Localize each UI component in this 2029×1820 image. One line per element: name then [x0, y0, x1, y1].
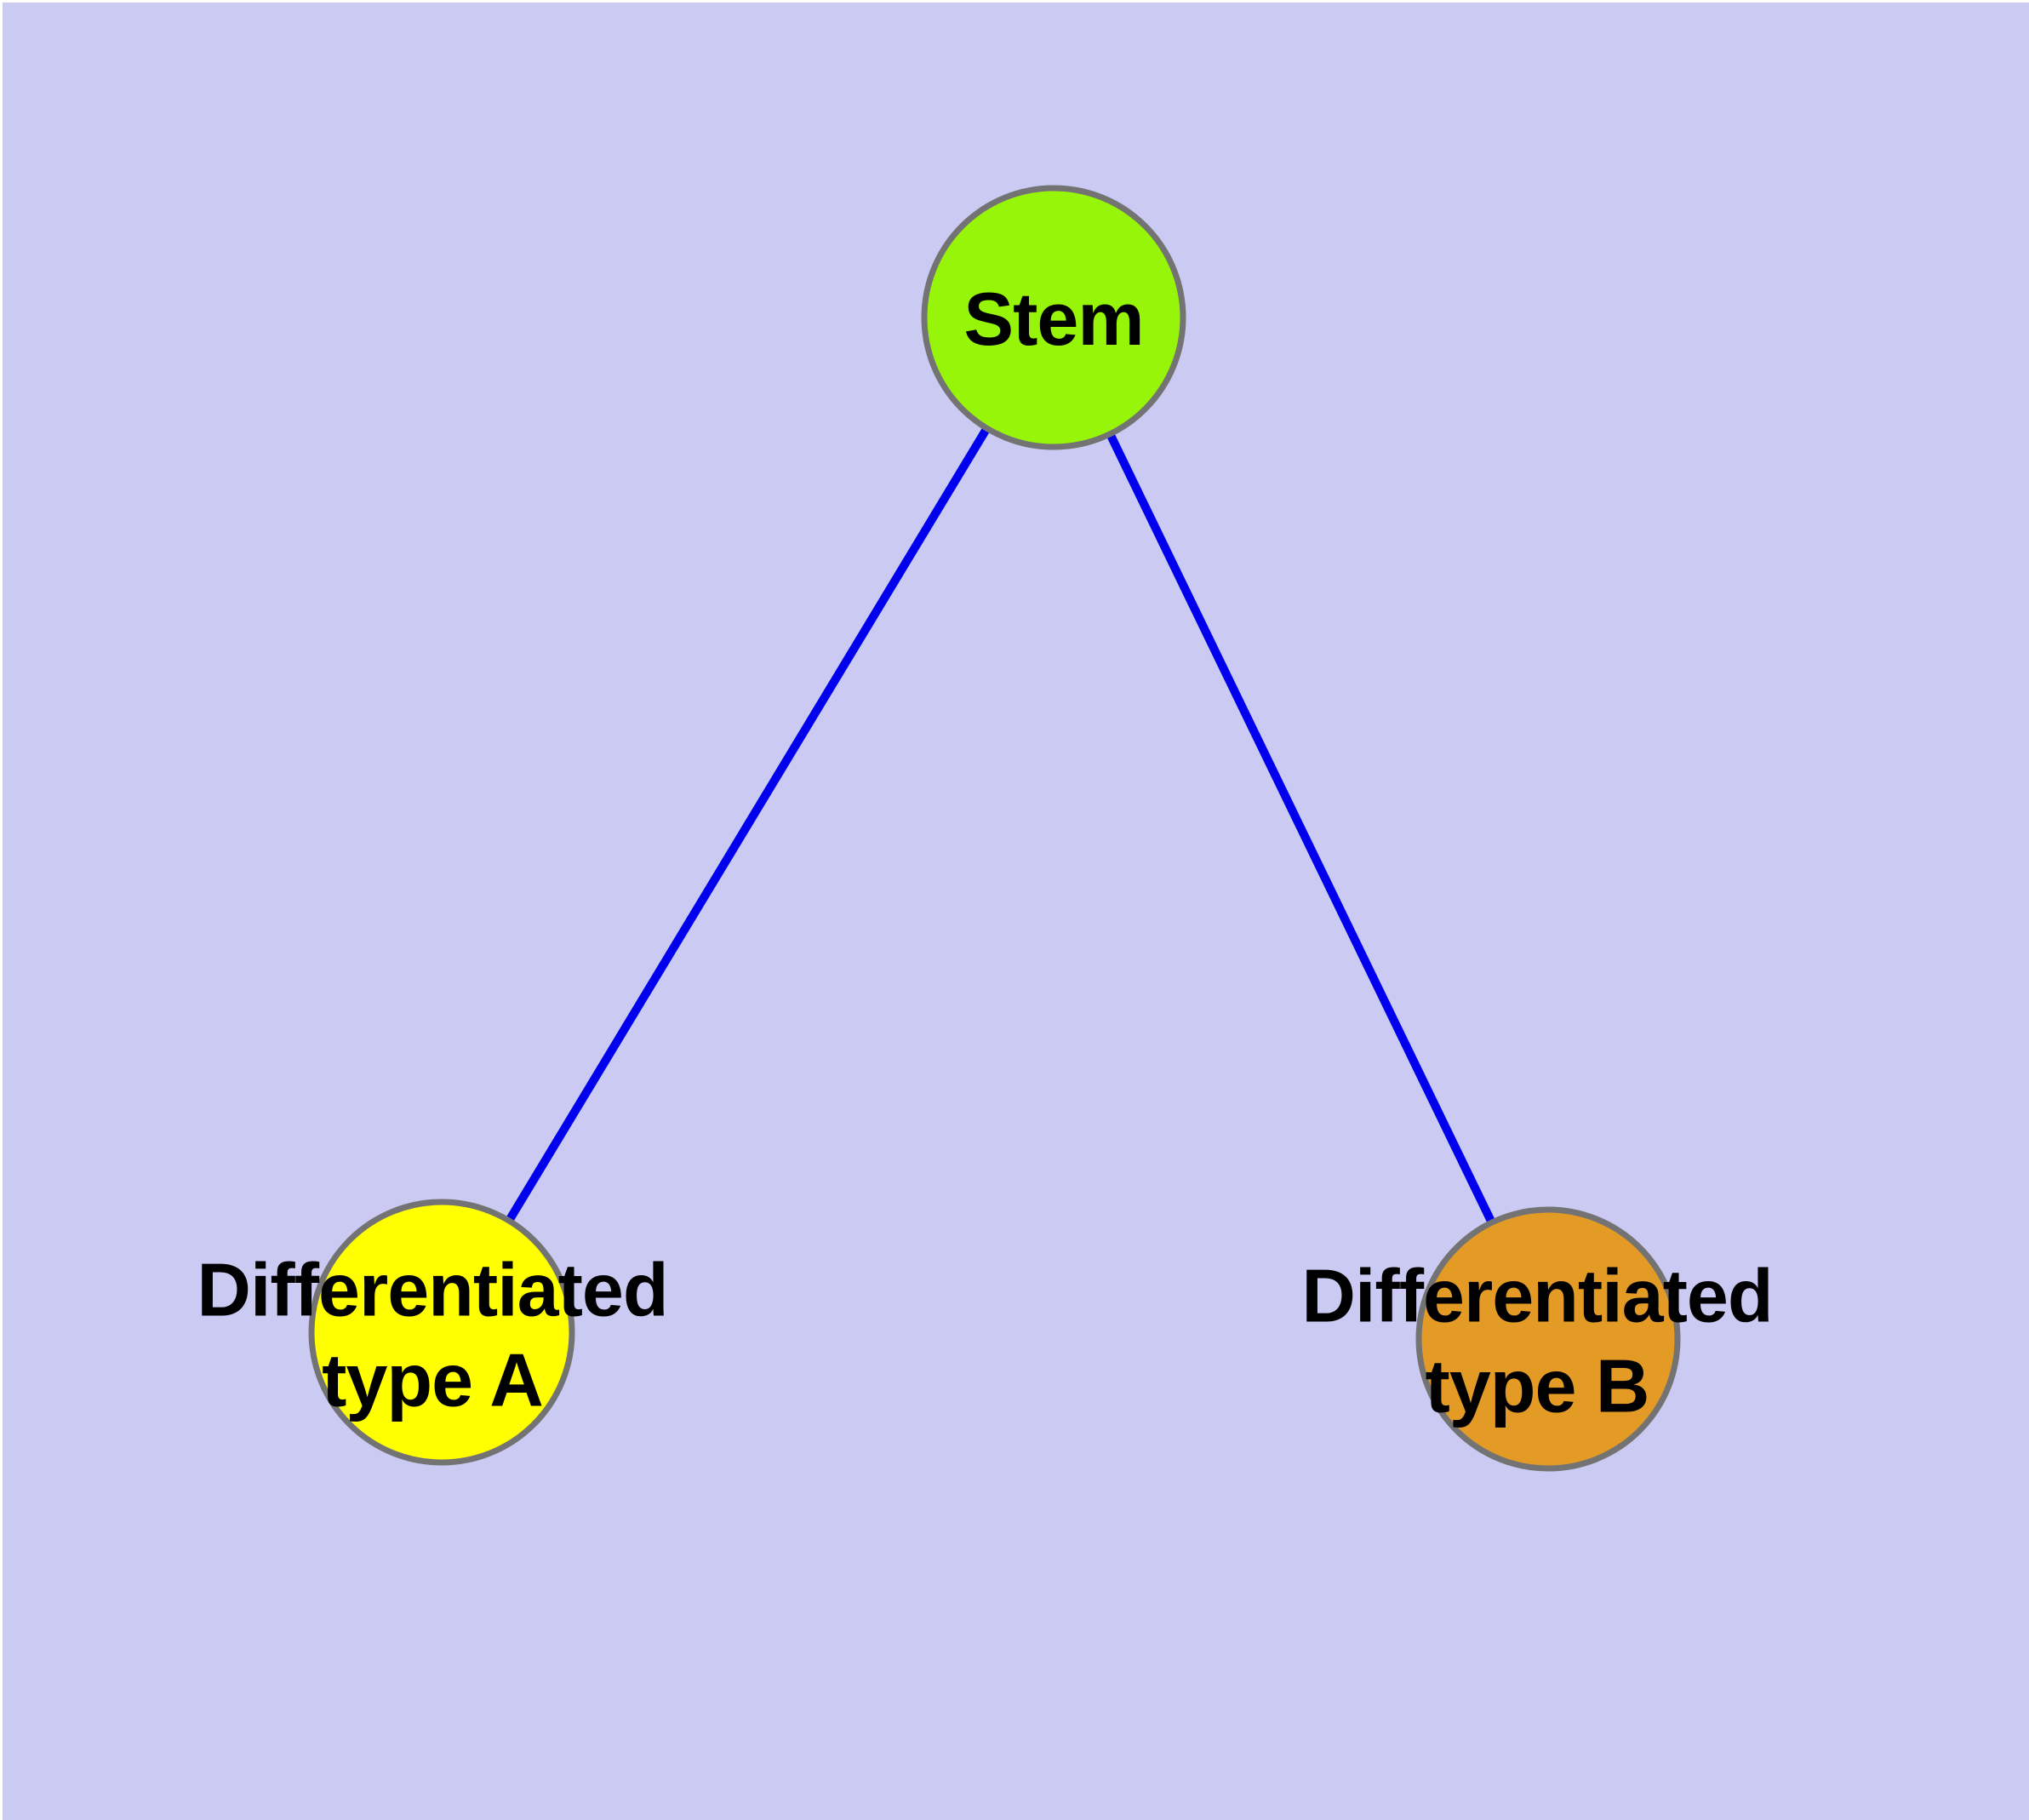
edge-stem-to-type-a[interactable] [437, 315, 1058, 1335]
type-a-label-line-1: Differentiated [197, 1247, 668, 1332]
type-a-label-line-2: type A [322, 1337, 544, 1422]
type-b-label-line-2: type B [1425, 1343, 1650, 1428]
edge-stem-to-type-b[interactable] [1049, 315, 1552, 1342]
stem-node-label: Stem [963, 277, 1144, 362]
differentiated-type-b-node-label: Differentiated type B [1301, 1251, 1773, 1430]
graph-svg [308, 185, 1681, 1472]
diagram-canvas: Stem Differentiated type A Differentiate… [3, 3, 2029, 1820]
stem-node[interactable] [921, 185, 1186, 450]
differentiated-type-a-node[interactable] [308, 1199, 575, 1466]
differentiated-type-b-node[interactable] [1415, 1206, 1681, 1472]
type-b-label-line-1: Differentiated [1301, 1253, 1773, 1338]
differentiated-type-a-node-label: Differentiated type A [197, 1245, 668, 1424]
